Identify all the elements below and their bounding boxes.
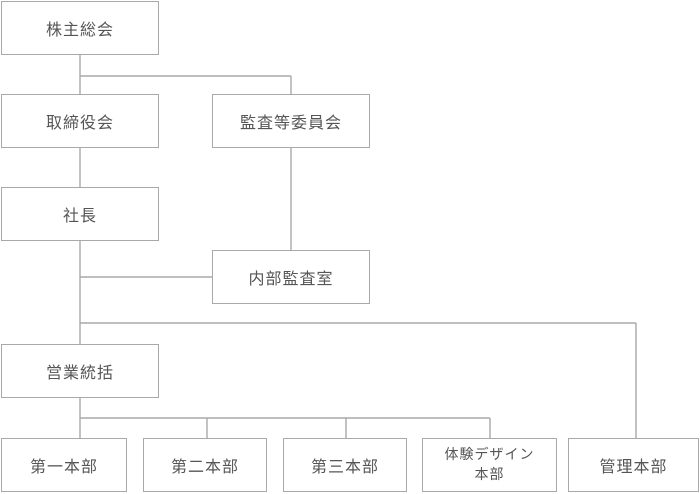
node-label: 管理本部: [599, 457, 668, 476]
node-label: 第三本部: [310, 457, 379, 476]
node-label: 株主総会: [45, 20, 114, 39]
node-label: 営業統括: [45, 363, 114, 382]
node-president: 社長: [1, 187, 159, 241]
node-label: 監査等委員会: [239, 113, 342, 132]
node-label: 社長: [62, 206, 97, 225]
node-label: 取締役会: [45, 113, 114, 132]
node-audit-committee: 監査等委員会: [212, 94, 370, 148]
node-division-1: 第一本部: [1, 438, 127, 492]
node-division-3: 第三本部: [283, 438, 407, 492]
node-board-of-directors: 取締役会: [1, 94, 159, 148]
node-experience-design: 体験デザイン 本部: [422, 438, 557, 492]
node-division-2: 第二本部: [143, 438, 267, 492]
node-label-line2: 本部: [474, 467, 505, 483]
node-label: 第二本部: [170, 457, 239, 476]
node-label-line1: 体験デザイン: [444, 447, 535, 463]
node-label: 第一本部: [29, 457, 98, 476]
node-management: 管理本部: [568, 438, 699, 492]
node-shareholders-meeting: 株主総会: [1, 1, 159, 55]
node-sales-supervision: 営業統括: [1, 344, 159, 398]
node-label: 内部監査室: [248, 269, 334, 288]
node-internal-audit: 内部監査室: [212, 250, 370, 304]
